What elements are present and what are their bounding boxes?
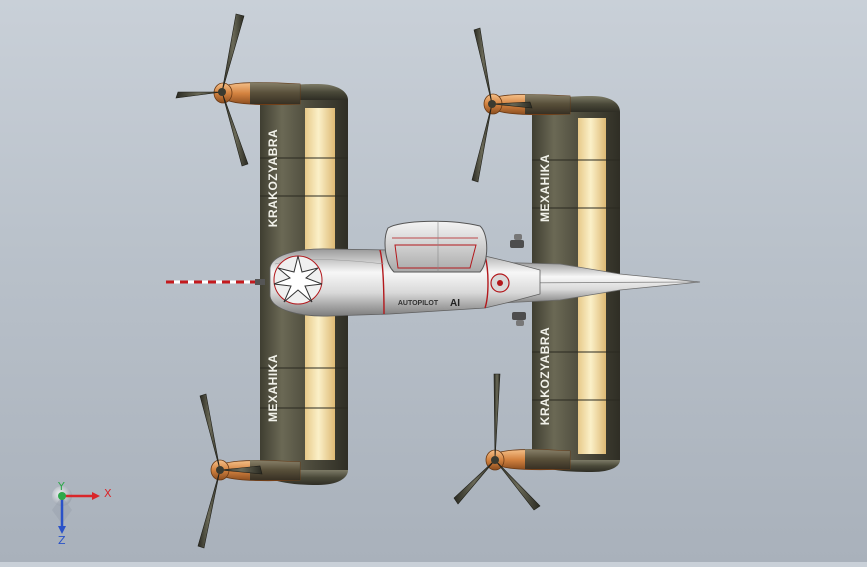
nose-star-emblem xyxy=(273,255,323,305)
triad-z-arrowhead xyxy=(58,526,66,534)
triad-z-label: Z xyxy=(58,534,66,547)
triad-x-label: X xyxy=(104,487,112,500)
landing-strut-top xyxy=(510,234,524,248)
fuselage-marking-suffix: AI xyxy=(450,298,460,309)
right-wing-marking-lower: KRAKOZYABRA xyxy=(538,327,552,425)
pitot-probe xyxy=(166,279,265,285)
triad-x-arrowhead xyxy=(92,492,100,500)
view-triad[interactable]: X Y Z xyxy=(52,480,112,547)
propeller-top-left[interactable] xyxy=(175,13,249,167)
propeller-bottom-left[interactable] xyxy=(197,393,263,549)
right-wing-marking-upper: MEXAHIKA xyxy=(538,154,552,222)
triad-y-axis xyxy=(58,492,66,500)
left-wing-marking-upper: KRAKOZYABRA xyxy=(266,129,280,227)
fuselage-marking: AUTOPILOT xyxy=(398,300,439,307)
canopy[interactable] xyxy=(384,220,488,273)
nacelle-top-left[interactable] xyxy=(213,82,301,106)
landing-strut-bottom xyxy=(512,312,526,326)
nacelle-bottom-right[interactable] xyxy=(485,449,571,471)
propeller-top-right[interactable] xyxy=(471,27,533,183)
left-wing-marking-lower: MEXAHIKA xyxy=(266,354,280,422)
triad-y-label: Y xyxy=(57,480,65,493)
propeller-bottom-right[interactable] xyxy=(453,373,541,511)
